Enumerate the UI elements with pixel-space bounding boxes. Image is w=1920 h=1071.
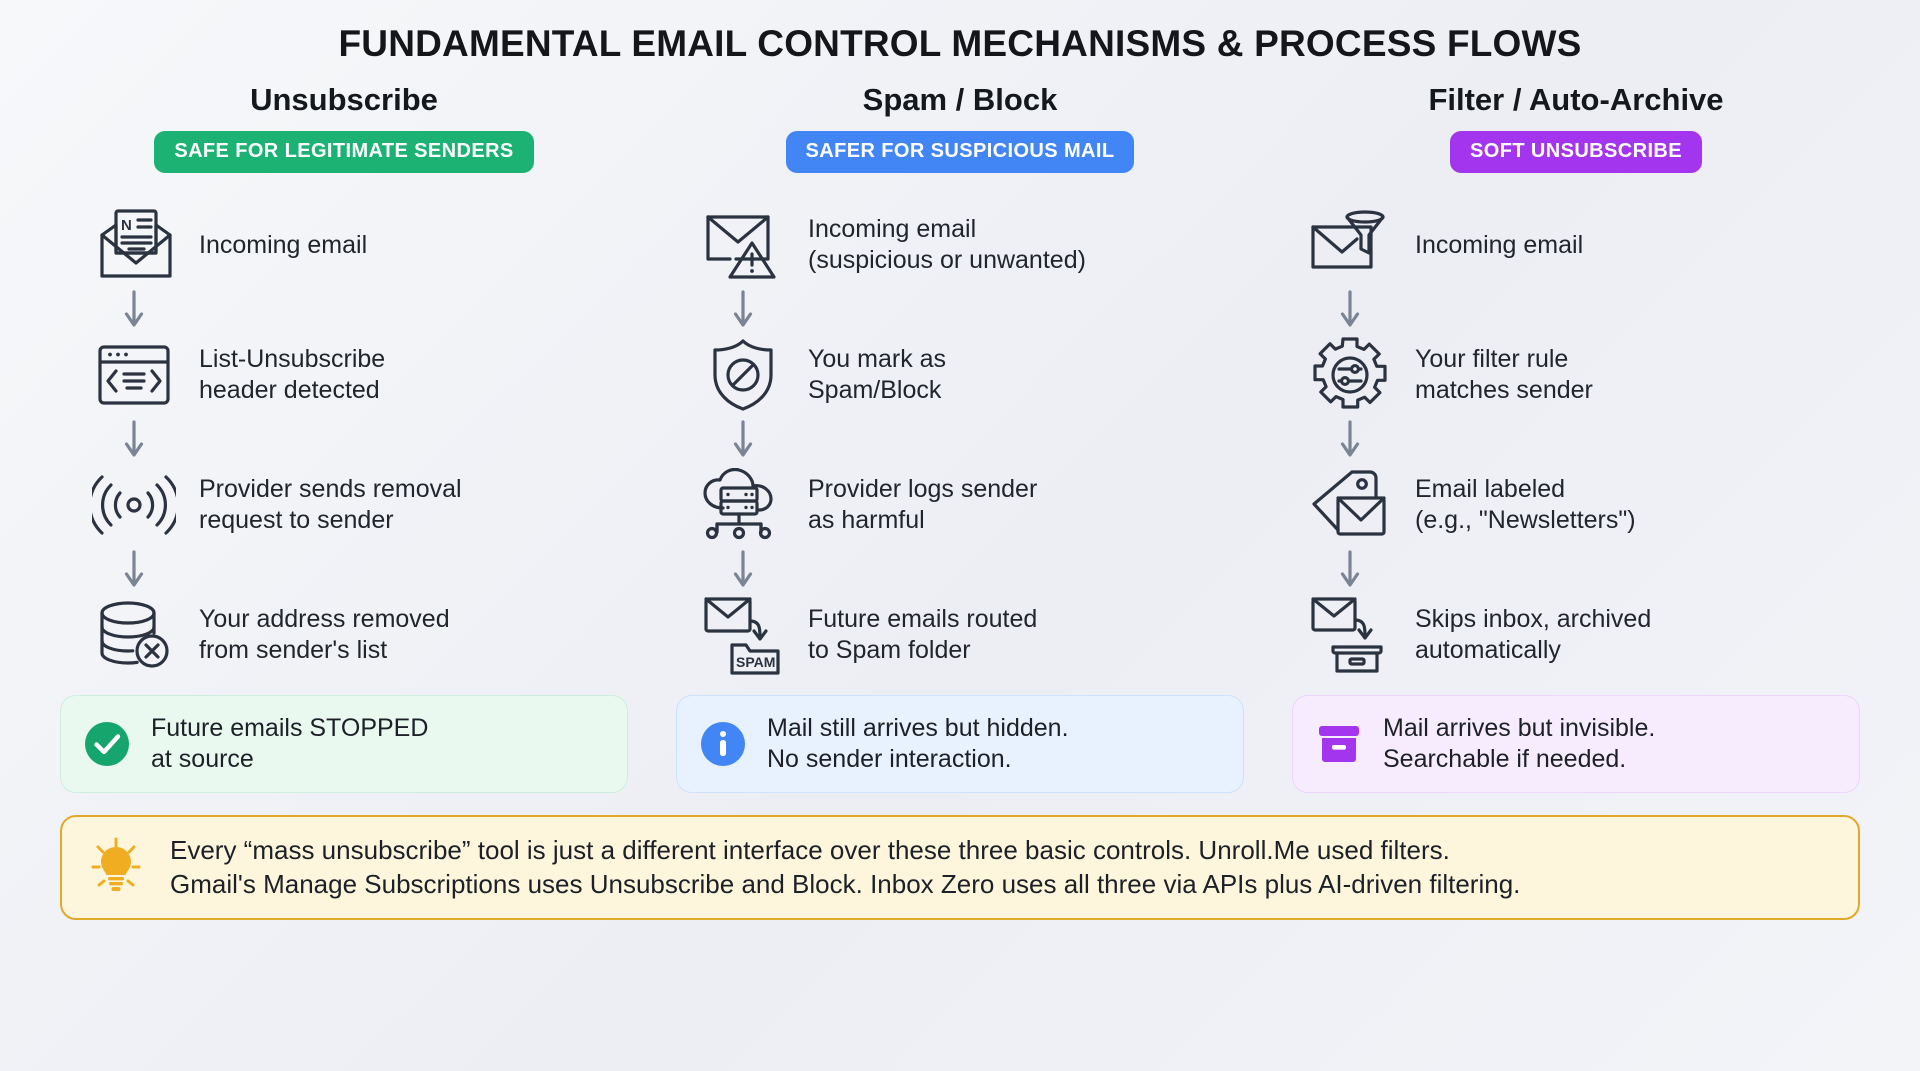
column-unsubscribe: Unsubscribe SAFE FOR LEGITIMATE SENDERS … (60, 81, 628, 677)
column-badge: SOFT UNSUBSCRIBE (1450, 130, 1702, 173)
flow-steps: Incoming email (1277, 203, 1875, 677)
down-arrow-icon (91, 287, 177, 333)
flow-step: Your address removed from sender's list (91, 593, 450, 677)
down-arrow-icon (1307, 547, 1393, 593)
svg-text:N: N (121, 217, 132, 234)
flow-step-label: Provider sends removal request to sender (199, 475, 462, 534)
outcome-text: Future emails STOPPED at source (151, 713, 429, 773)
lightbulb-icon (88, 836, 144, 898)
database-remove-icon (91, 593, 177, 677)
flow-step-label: Future emails routed to Spam folder (808, 605, 1038, 664)
outcome-card-filter-archive: Mail arrives but invisible. Searchable i… (1292, 694, 1860, 793)
down-arrow-icon (700, 547, 786, 593)
column-badge: SAFE FOR LEGITIMATE SENDERS (154, 130, 534, 173)
down-arrow-icon (91, 547, 177, 593)
flow-step-label: Skips inbox, archived automatically (1415, 605, 1652, 664)
flow-step: Your filter rule matches sender (1307, 333, 1593, 417)
flow-step: SPAM Future emails routed to Spam folder (700, 593, 1037, 677)
flow-columns: Unsubscribe SAFE FOR LEGITIMATE SENDERS … (60, 81, 1860, 677)
footnote-text: Every “mass unsubscribe” tool is just a … (170, 834, 1521, 900)
flow-steps: Incoming email (suspicious or unwanted) (652, 203, 1268, 677)
archive-box-icon (1315, 720, 1363, 768)
down-arrow-icon (1307, 417, 1393, 463)
flow-step: N Incoming email (91, 203, 367, 287)
down-arrow-icon (700, 287, 786, 333)
flow-step-label: Incoming email (199, 230, 368, 259)
outcome-card-unsubscribe: Future emails STOPPED at source (60, 694, 628, 793)
down-arrow-icon (700, 417, 786, 463)
outcome-card-spam-block: Mail still arrives but hidden. No sender… (676, 694, 1244, 793)
flow-step-label: You mark as Spam/Block (808, 345, 947, 404)
column-heading: Filter / Auto-Archive (1428, 81, 1724, 117)
flow-step-label: Incoming email (suspicious or unwanted) (808, 215, 1086, 274)
flow-step: Email labeled (e.g., "Newsletters") (1307, 463, 1636, 547)
flow-step: You mark as Spam/Block (700, 333, 946, 417)
footnote-banner: Every “mass unsubscribe” tool is just a … (60, 814, 1860, 920)
flow-step: Provider logs sender as harmful (700, 463, 1037, 547)
envelope-funnel-icon (1307, 203, 1393, 287)
outcome-text: Mail arrives but invisible. Searchable i… (1383, 713, 1656, 773)
flow-step-label: Your filter rule matches sender (1415, 345, 1593, 404)
down-arrow-icon (1307, 287, 1393, 333)
cloud-server-icon (700, 463, 786, 547)
column-filter-auto-archive: Filter / Auto-Archive SOFT UNSUBSCRIBE I… (1292, 81, 1860, 677)
flow-steps: N Incoming email (29, 203, 659, 677)
envelope-to-archive-box-icon (1307, 593, 1393, 677)
info-circle-icon (699, 720, 747, 768)
tag-envelope-icon (1307, 463, 1393, 547)
newsletter-envelope-icon: N (91, 203, 177, 287)
check-circle-icon (83, 720, 131, 768)
flow-step-label: List-Unsubscribe header detected (199, 345, 386, 404)
flow-step-label: Your address removed from sender's list (199, 605, 450, 664)
page-title: FUNDAMENTAL EMAIL CONTROL MECHANISMS & P… (338, 23, 1582, 64)
envelope-to-spam-folder-icon: SPAM (700, 593, 786, 677)
gear-sliders-icon (1307, 333, 1393, 417)
column-heading: Unsubscribe (250, 81, 438, 117)
column-spam-block: Spam / Block SAFER FOR SUSPICIOUS MAIL (676, 81, 1244, 677)
shield-block-icon (700, 333, 786, 417)
flow-step-label: Incoming email (1415, 230, 1584, 259)
flow-step: Skips inbox, archived automatically (1307, 593, 1651, 677)
spam-folder-label: SPAM (736, 654, 775, 670)
flow-step: Incoming email (1307, 203, 1583, 287)
flow-step: Provider sends removal request to sender (91, 463, 462, 547)
flow-step-label: Email labeled (e.g., "Newsletters") (1415, 475, 1636, 534)
code-header-window-icon (91, 333, 177, 417)
down-arrow-icon (91, 417, 177, 463)
flow-step: Incoming email (suspicious or unwanted) (700, 203, 1086, 287)
flow-step-label: Provider logs sender as harmful (808, 475, 1038, 534)
outcome-cards: Future emails STOPPED at source Mail sti… (60, 694, 1860, 793)
outcome-text: Mail still arrives but hidden. No sender… (767, 713, 1069, 773)
broadcast-signal-icon (91, 463, 177, 547)
flow-step: List-Unsubscribe header detected (91, 333, 385, 417)
column-heading: Spam / Block (862, 81, 1058, 117)
column-badge: SAFER FOR SUSPICIOUS MAIL (785, 130, 1135, 173)
envelope-warning-icon (700, 203, 786, 287)
